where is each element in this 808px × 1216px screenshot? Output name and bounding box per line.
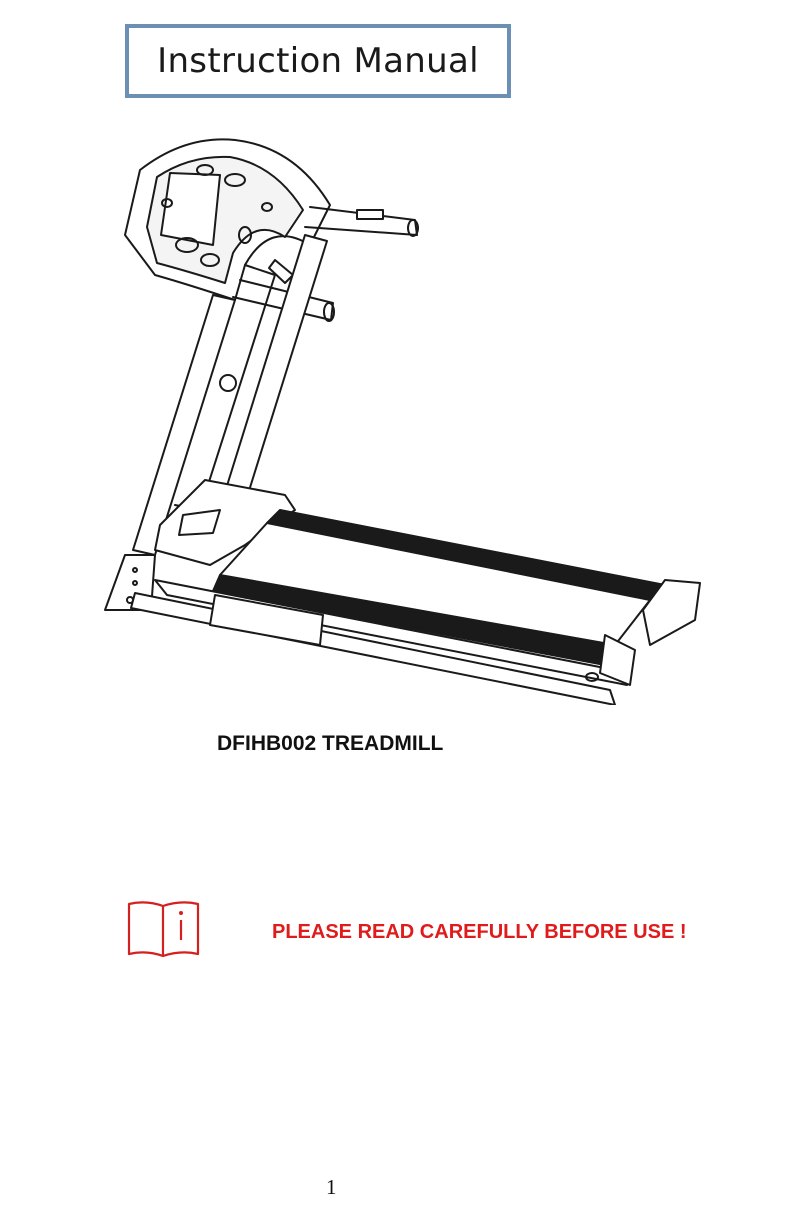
notice: PLEASE READ CAREFULLY BEFORE USE ! — [126, 898, 687, 964]
page-title: Instruction Manual — [157, 41, 479, 81]
model-title: DFIHB002 TREADMILL — [217, 732, 444, 755]
notice-text: PLEASE READ CAREFULLY BEFORE USE ! — [272, 921, 687, 943]
treadmill-illustration — [104, 138, 701, 705]
title-box: Instruction Manual — [125, 24, 511, 98]
read-manual-icon — [127, 901, 200, 958]
page-number: 1 — [326, 1175, 337, 1199]
